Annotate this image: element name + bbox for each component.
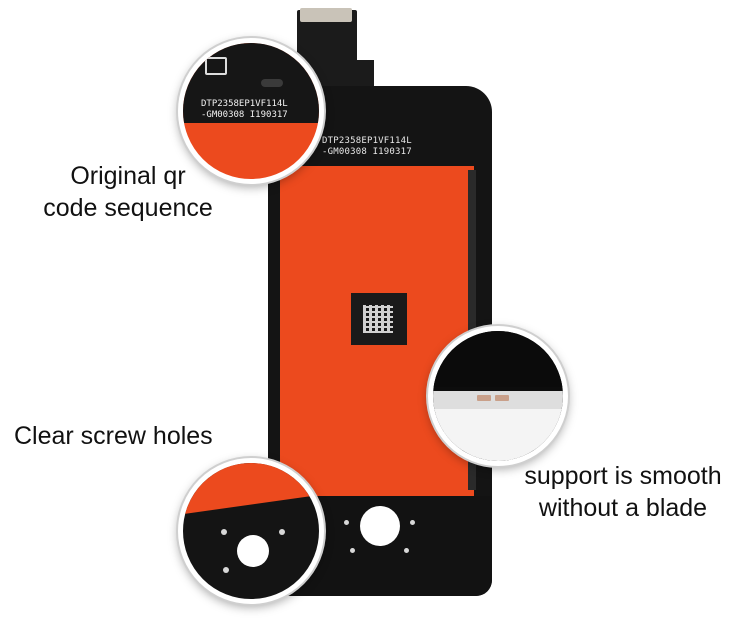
zoom-frame-dark xyxy=(433,331,563,387)
zoom-part-line1: DTP2358EP1VF114L xyxy=(201,99,288,109)
screw-hole-icon xyxy=(344,520,349,525)
caption-support-line2: without a blade xyxy=(538,494,708,522)
zoom-home-hole xyxy=(237,535,269,567)
part-number-line1: DTP2358EP1VF114L xyxy=(322,136,412,146)
caption-support: support is smooth without a blade xyxy=(496,460,750,524)
support-edge xyxy=(433,409,563,461)
screw-hole-icon xyxy=(223,567,229,573)
zoom-screw-holes xyxy=(178,458,324,604)
screw-hole-icon xyxy=(221,529,227,535)
rail-slot xyxy=(495,395,509,401)
home-button-hole xyxy=(360,506,400,546)
rail-slot xyxy=(477,395,491,401)
flex-connector xyxy=(300,8,352,22)
screw-hole-icon xyxy=(279,529,285,535)
zoom-part-line2: -GM00308 I190317 xyxy=(201,110,288,120)
zoom-part-number: DTP2358EP1VF114L -GM00308 I190317 xyxy=(201,99,319,121)
screw-hole-icon xyxy=(410,520,415,525)
qr-code-icon xyxy=(363,305,393,333)
zoom-qr-label: DTP2358EP1VF114L -GM00308 I190317 xyxy=(178,38,324,184)
zoom-orange-panel xyxy=(183,463,319,515)
zoom-support-edge xyxy=(428,326,568,466)
caption-qr: Original qr code sequence xyxy=(28,160,228,224)
screw-hole-icon xyxy=(350,548,355,553)
part-number-label: DTP2358EP1VF114L -GM00308 I190317 xyxy=(322,136,442,158)
speaker-slot xyxy=(261,79,283,87)
caption-qr-line1: Original qr xyxy=(70,162,186,190)
part-number-line2: -GM00308 I190317 xyxy=(322,147,412,157)
caption-support-line1: support is smooth xyxy=(524,462,722,490)
screw-hole-icon xyxy=(404,548,409,553)
caption-qr-line2: code sequence xyxy=(43,194,213,222)
caption-screw-holes: Clear screw holes xyxy=(14,422,213,450)
camera-bracket-icon xyxy=(205,57,227,75)
zoom-bezel xyxy=(183,43,319,123)
